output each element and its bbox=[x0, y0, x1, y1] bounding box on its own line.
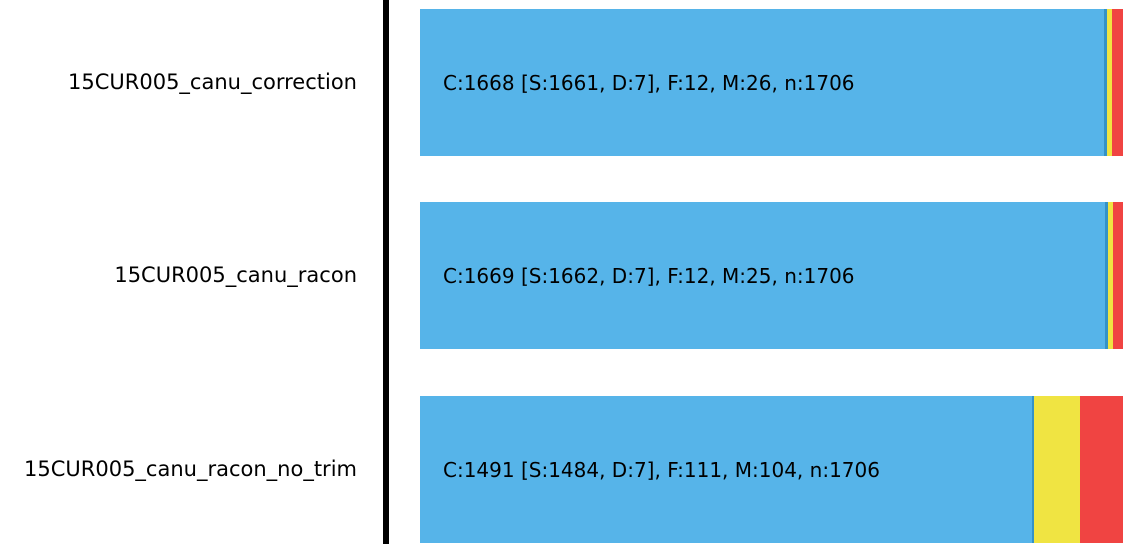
segment-missing bbox=[1080, 396, 1123, 543]
bar-row: 15CUR005_canu_racon_no_trim C:1491 [S:14… bbox=[0, 396, 1123, 543]
category-label: 15CUR005_canu_racon_no_trim bbox=[24, 457, 357, 481]
bar-row: 15CUR005_canu_correction C:1668 [S:1661,… bbox=[0, 9, 1123, 156]
bar-annotation: C:1491 [S:1484, D:7], F:111, M:104, n:17… bbox=[443, 457, 880, 482]
stacked-bar: C:1491 [S:1484, D:7], F:111, M:104, n:17… bbox=[420, 396, 1123, 543]
category-label: 15CUR005_canu_correction bbox=[68, 70, 357, 94]
bar-annotation: C:1669 [S:1662, D:7], F:12, M:25, n:1706 bbox=[443, 263, 855, 288]
y-axis-line bbox=[383, 0, 389, 544]
segment-complete-single bbox=[420, 9, 1105, 156]
axis-gap bbox=[383, 9, 420, 156]
segment-fragmented bbox=[1034, 396, 1081, 543]
segment-missing bbox=[1112, 9, 1123, 156]
segment-complete-duplicated bbox=[1104, 202, 1108, 349]
segment-complete-duplicated bbox=[1104, 9, 1108, 156]
segment-fragmented bbox=[1107, 202, 1113, 349]
bar-annotation: C:1668 [S:1661, D:7], F:12, M:26, n:1706 bbox=[443, 70, 855, 95]
axis-gap bbox=[383, 202, 420, 349]
stacked-bar: C:1668 [S:1661, D:7], F:12, M:26, n:1706 bbox=[420, 9, 1123, 156]
segment-complete-single bbox=[420, 396, 1032, 543]
segment-fragmented bbox=[1107, 9, 1113, 156]
category-label: 15CUR005_canu_racon bbox=[114, 263, 357, 287]
segment-missing bbox=[1112, 202, 1123, 349]
segment-complete-single bbox=[420, 202, 1105, 349]
segment-complete-duplicated bbox=[1031, 396, 1035, 543]
axis-gap bbox=[383, 396, 420, 543]
bar-row: 15CUR005_canu_racon C:1669 [S:1662, D:7]… bbox=[0, 202, 1123, 349]
stacked-bar: C:1669 [S:1662, D:7], F:12, M:25, n:1706 bbox=[420, 202, 1123, 349]
